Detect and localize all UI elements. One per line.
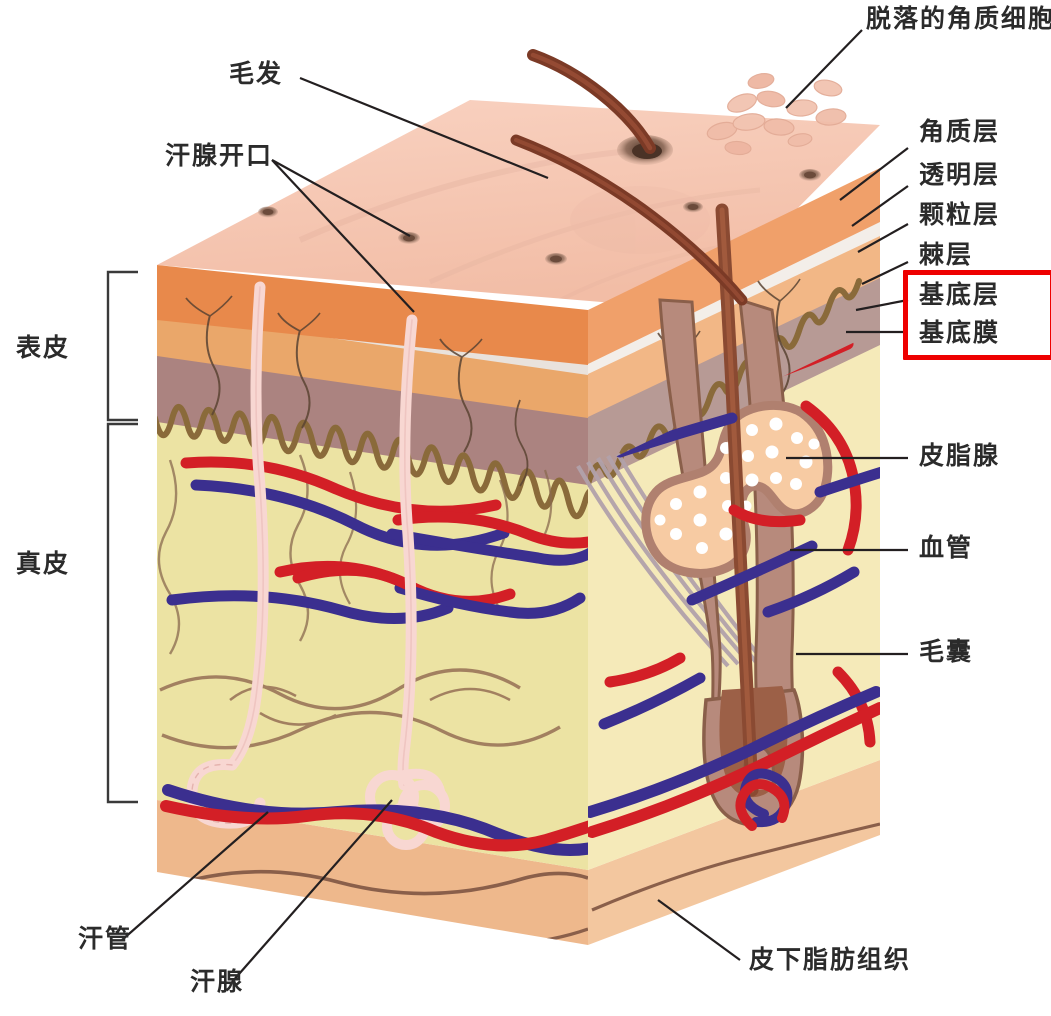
- label-sweat-pore: 汗腺开口: [165, 142, 274, 170]
- blood-vessels-follicle: [598, 338, 880, 748]
- label-basement-membrane: 基底膜: [919, 319, 1001, 347]
- leader-lines: [121, 29, 909, 983]
- blood-vessels-dermis: [166, 456, 588, 625]
- label-desquamated-cells: 脱落的角质细胞: [866, 5, 1051, 33]
- desquamated-corneocytes: [706, 73, 847, 156]
- sweat-pore-openings: [258, 169, 821, 265]
- hair-shafts: [510, 49, 759, 797]
- label-dermis: 真皮: [16, 550, 71, 578]
- label-sweat-gland: 汗腺: [190, 968, 245, 996]
- label-stratum-basale: 基底层: [919, 281, 1001, 309]
- label-subcutaneous-fat: 皮下脂肪组织: [749, 946, 912, 974]
- sweat-duct-left: [226, 281, 269, 771]
- label-epidermis: 表皮: [16, 334, 71, 362]
- layer-brackets: [106, 270, 138, 804]
- label-hair-follicle: 毛囊: [919, 638, 974, 666]
- deep-vascular-plexus: [160, 686, 880, 856]
- label-hair: 毛发: [229, 60, 284, 88]
- basal-layer-wave-front: [157, 404, 588, 520]
- label-stratum-granulosum: 颗粒层: [919, 201, 1001, 229]
- collagen-fibers: [157, 454, 561, 750]
- subcutaneous-septa-right: [591, 822, 880, 912]
- basal-layer-highlight-box: [903, 270, 1051, 360]
- label-blood-vessel: 血管: [919, 534, 974, 562]
- label-sebaceous-gland: 皮脂腺: [919, 442, 1001, 470]
- label-stratum-spinosum: 棘层: [919, 241, 974, 269]
- label-stratum-lucidum: 透明层: [919, 161, 1001, 189]
- sweat-duct-right: [397, 314, 418, 791]
- label-stratum-corneum: 角质层: [919, 118, 1001, 146]
- epidermal-fibers: [185, 295, 529, 487]
- label-sweat-duct: 汗管: [78, 925, 133, 953]
